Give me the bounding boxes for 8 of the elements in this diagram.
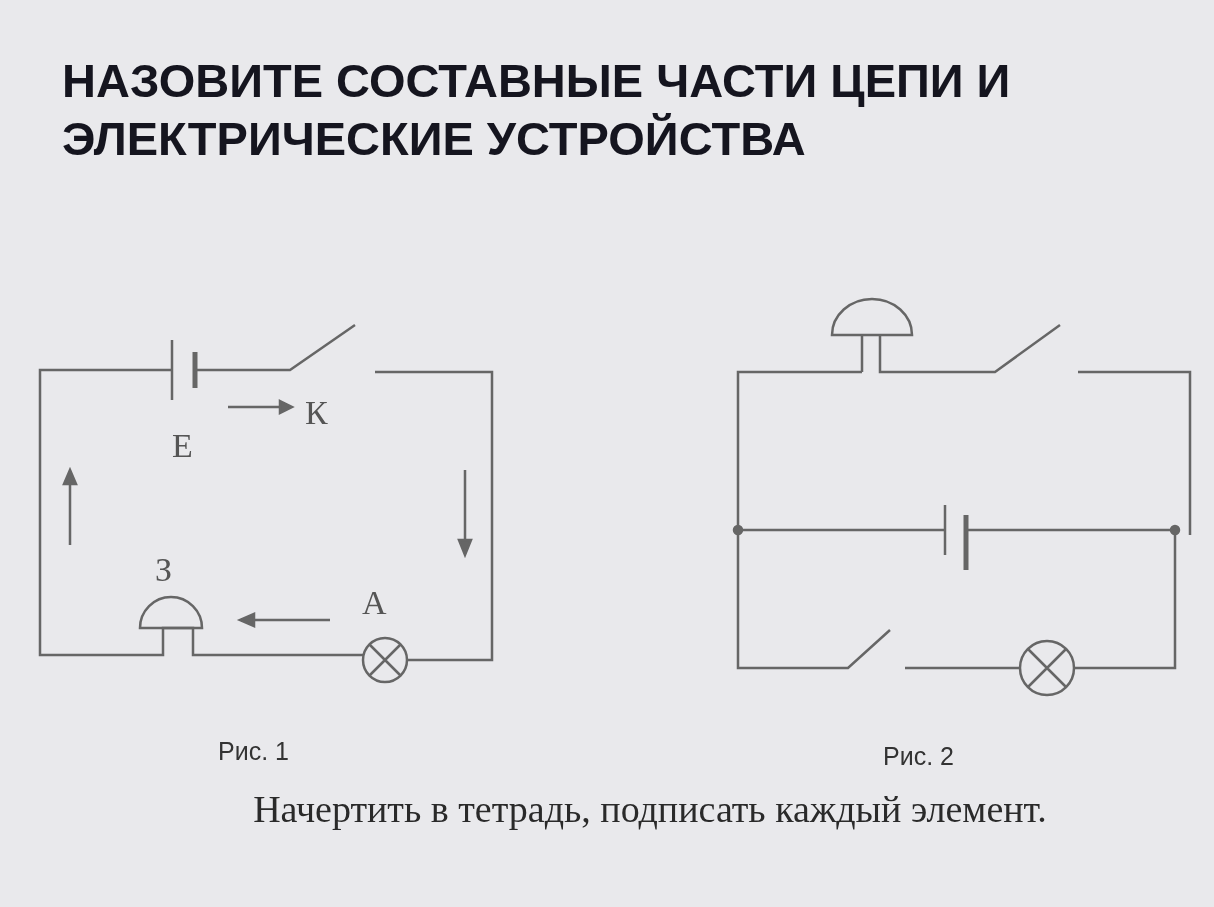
figure-label: Рис. 2 <box>883 741 954 772</box>
caption: Начертить в тетрадь, подписать каждый элемент. <box>252 787 1048 832</box>
component-letter: А <box>362 585 387 621</box>
title: НАЗОВИТЕ СОСТАВНЫЕ ЧАСТИ ЦЕПИ И ЭЛЕКТРИЧЕСКИЕ УСТРОЙСТВА <box>62 53 1012 167</box>
component-letter: З <box>155 552 173 588</box>
component-letter: К <box>305 395 328 431</box>
figure-label: Рис. 1 <box>218 736 289 767</box>
component-letter: Е <box>172 428 193 464</box>
